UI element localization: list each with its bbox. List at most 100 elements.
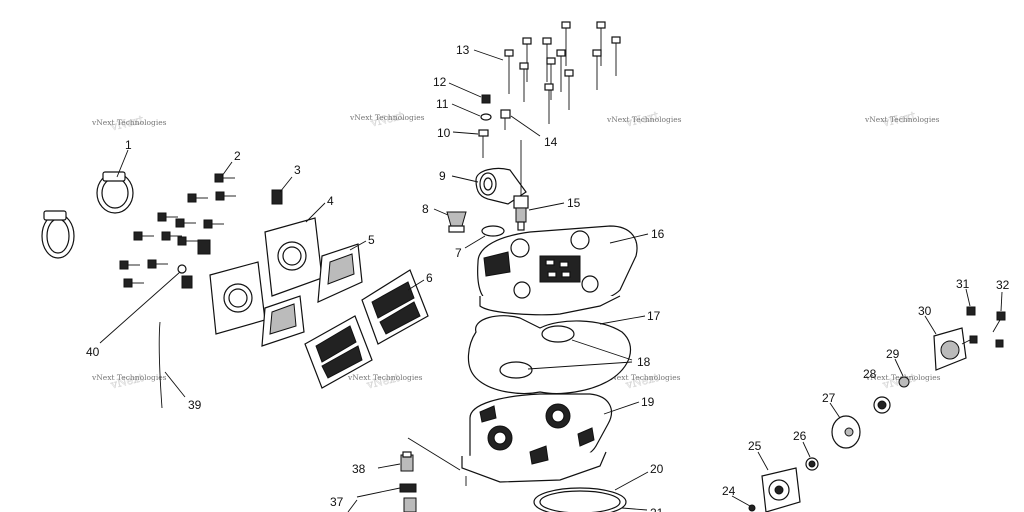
leader-25: [757, 451, 769, 471]
leader-26: [802, 441, 811, 458]
watermark-text: vNext Technologies: [349, 113, 425, 122]
callout-39: 39: [188, 398, 202, 412]
callout-17: 17: [647, 309, 661, 323]
watermark-5: vNext vNext Technologies: [91, 371, 167, 392]
callout-14: 14: [544, 135, 558, 149]
leader-2: [221, 161, 233, 177]
screw-cluster: [119, 173, 236, 289]
carburetor-adapter-plate-front: [209, 261, 266, 335]
leader-30: [924, 315, 937, 335]
leader-21: [621, 507, 648, 511]
leader-15: [528, 202, 565, 211]
impeller-27: [831, 415, 861, 449]
screw-32: [992, 311, 1006, 333]
bolt-14: [500, 109, 511, 130]
hose-clamp-2: [41, 210, 75, 259]
callout-11: 11: [436, 97, 449, 111]
reed-stuffer-rear: [317, 243, 363, 303]
washer: [177, 264, 187, 274]
watermark-text: vNext Technologies: [606, 115, 682, 124]
watermark-text: vNext Technologies: [605, 373, 681, 382]
cylinder-head-cover: [477, 225, 638, 316]
fitting-37: [399, 483, 417, 512]
watermark-text: vNext Technologies: [347, 373, 423, 382]
watermark-text: vNext Technologies: [91, 373, 167, 382]
screw-24: [748, 504, 756, 512]
hose-clamp-1: [96, 171, 134, 214]
leader-14: [510, 115, 541, 137]
leader-19: [603, 401, 640, 415]
callout-27: 27: [822, 391, 836, 405]
callout-5: 5: [368, 233, 375, 247]
fitting-38: [400, 451, 414, 472]
callout-1: 1: [125, 138, 132, 152]
cylinder-head: [461, 393, 612, 483]
leader-27: [829, 402, 841, 419]
callout-18: 18: [637, 355, 651, 369]
leader-38: [377, 463, 401, 469]
leader-32: [1000, 291, 1003, 312]
leader-37a: [356, 487, 401, 498]
leader-5: [349, 240, 367, 251]
bolt-10: [478, 129, 489, 158]
callout-12: 12: [433, 75, 447, 89]
callout-21: 21: [650, 506, 664, 512]
leader-17: [599, 315, 646, 325]
leader-40: [99, 271, 181, 344]
carburetor-adapter-plate-rear: [264, 217, 323, 297]
leader-18a: [571, 339, 633, 361]
leader-8: [433, 208, 449, 216]
callout-38: 38: [352, 462, 366, 476]
leader-10: [452, 131, 479, 135]
bolt-12: [481, 94, 491, 104]
head-gasket: [467, 315, 632, 395]
assembly-guide-lines: [407, 437, 467, 486]
leader-16: [609, 233, 649, 244]
screw-31: [966, 306, 976, 316]
seal-29: [898, 376, 910, 388]
callout-8: 8: [422, 202, 429, 216]
callout-4: 4: [327, 194, 334, 208]
callout-31: 31: [956, 277, 970, 291]
base-gasket: [533, 487, 627, 512]
callout-37: 37: [330, 495, 344, 509]
callout-19: 19: [641, 395, 655, 409]
callout-6: 6: [426, 271, 433, 285]
reed-stuffer-front: [261, 295, 305, 347]
callout-20: 20: [650, 462, 664, 476]
watermark-2: vNext vNext Technologies: [349, 109, 425, 130]
leader-37b: [347, 499, 358, 512]
callout-7: 7: [455, 246, 462, 260]
reed-valve-front: [304, 315, 373, 389]
leader-4: [305, 202, 326, 223]
sealing-washer-11: [480, 113, 492, 121]
seal-26: [805, 457, 819, 471]
callout-10: 10: [437, 126, 451, 140]
callout-15: 15: [567, 196, 581, 210]
watermark-6: vNext vNext Technologies: [347, 371, 423, 392]
callout-2: 2: [234, 149, 241, 163]
leader-9: [451, 175, 479, 183]
callout-3: 3: [294, 163, 301, 177]
callout-25: 25: [748, 439, 762, 453]
thermostat-housing: [475, 167, 527, 205]
clip: [271, 189, 283, 205]
callout-24: 24: [722, 484, 736, 498]
callout-28: 28: [863, 367, 877, 381]
o-ring-cord: [158, 321, 163, 409]
callout-13: 13: [456, 43, 470, 57]
callout-26: 26: [793, 429, 807, 443]
thermostat-o-ring: [481, 225, 505, 237]
thermostat: [446, 211, 467, 233]
temperature-sensor: [513, 140, 529, 231]
callout-29: 29: [886, 347, 900, 361]
watermark-text: vNext Technologies: [864, 115, 940, 124]
pump-screws: [961, 335, 1004, 348]
watermark-text: vNext Technologies: [91, 118, 167, 127]
watermark-4: vNext vNext Technologies: [864, 109, 940, 130]
leader-12: [448, 82, 482, 98]
watermark-1: vNext vNext Technologies: [91, 113, 167, 134]
leader-31: [965, 288, 971, 307]
callout-40: 40: [86, 345, 100, 359]
